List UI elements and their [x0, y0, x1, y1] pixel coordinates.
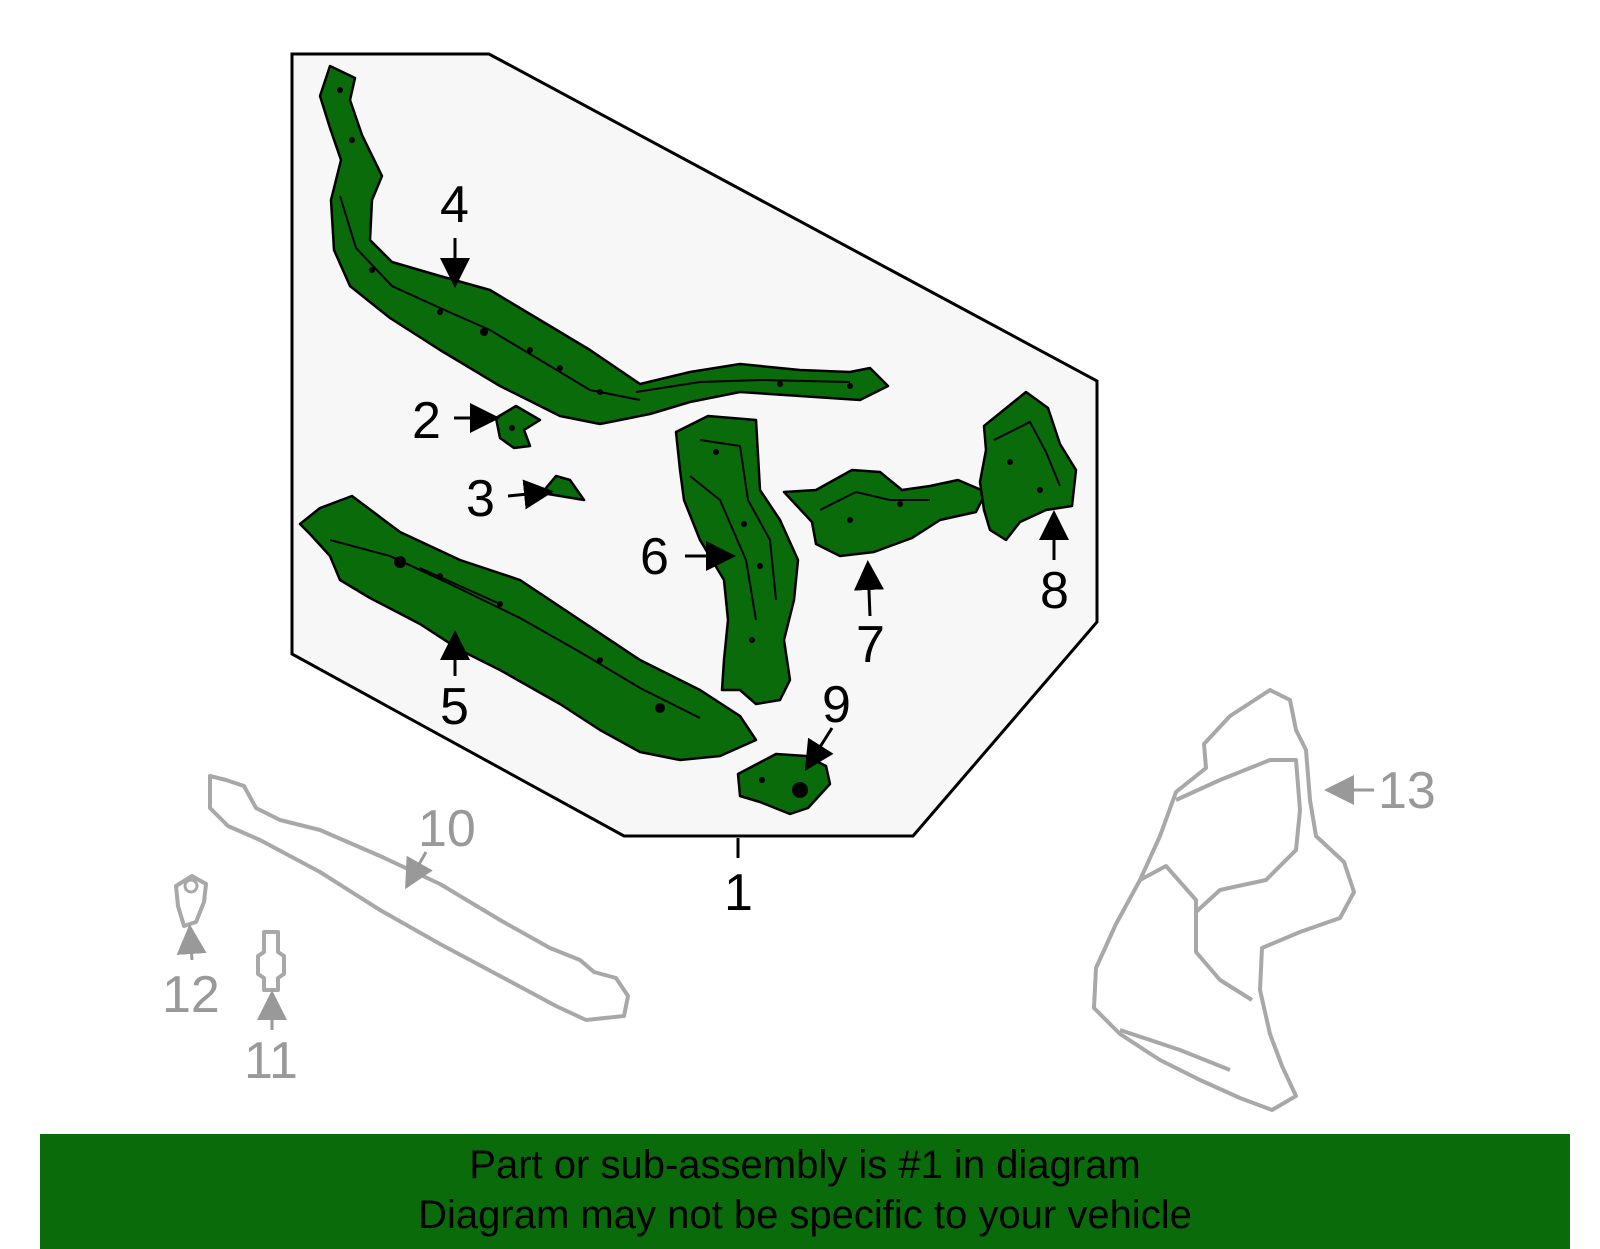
callout-9: 9 — [822, 676, 851, 734]
callout-6: 6 — [640, 528, 669, 586]
part-4-upper-support[interactable] — [318, 64, 890, 426]
part-2-bracket[interactable] — [494, 404, 542, 450]
callout-1: 1 — [724, 864, 753, 922]
callout-labels: 4 2 3 6 5 7 8 9 1 10 12 11 13 — [162, 176, 1436, 1090]
footer-banner: Part or sub-assembly is #1 in diagram Di… — [40, 1134, 1570, 1249]
leader-lines — [176, 238, 1374, 1030]
footer-line-1: Part or sub-assembly is #1 in diagram — [469, 1143, 1141, 1187]
callout-2: 2 — [412, 392, 441, 450]
callout-3: 3 — [466, 470, 495, 528]
part-6-side-support[interactable] — [674, 414, 800, 706]
part-8-bracket[interactable] — [978, 390, 1078, 542]
callout-13: 13 — [1378, 762, 1436, 820]
part-12-clip[interactable] — [174, 874, 208, 928]
part-10-shield[interactable] — [208, 774, 630, 1022]
part-5-lower-support[interactable] — [298, 494, 758, 762]
callout-5: 5 — [440, 678, 469, 736]
callout-7: 7 — [856, 616, 885, 674]
part-13-splash-shield[interactable] — [1092, 688, 1356, 1112]
callout-8: 8 — [1040, 562, 1069, 620]
footer-line-2: Diagram may not be specific to your vehi… — [418, 1193, 1192, 1237]
callout-4: 4 — [440, 176, 469, 234]
part-7-bracket[interactable] — [782, 468, 988, 558]
callout-10: 10 — [418, 800, 476, 858]
callout-11: 11 — [244, 1032, 298, 1090]
part-11-bolt[interactable] — [256, 930, 286, 992]
callout-12: 12 — [162, 966, 220, 1024]
